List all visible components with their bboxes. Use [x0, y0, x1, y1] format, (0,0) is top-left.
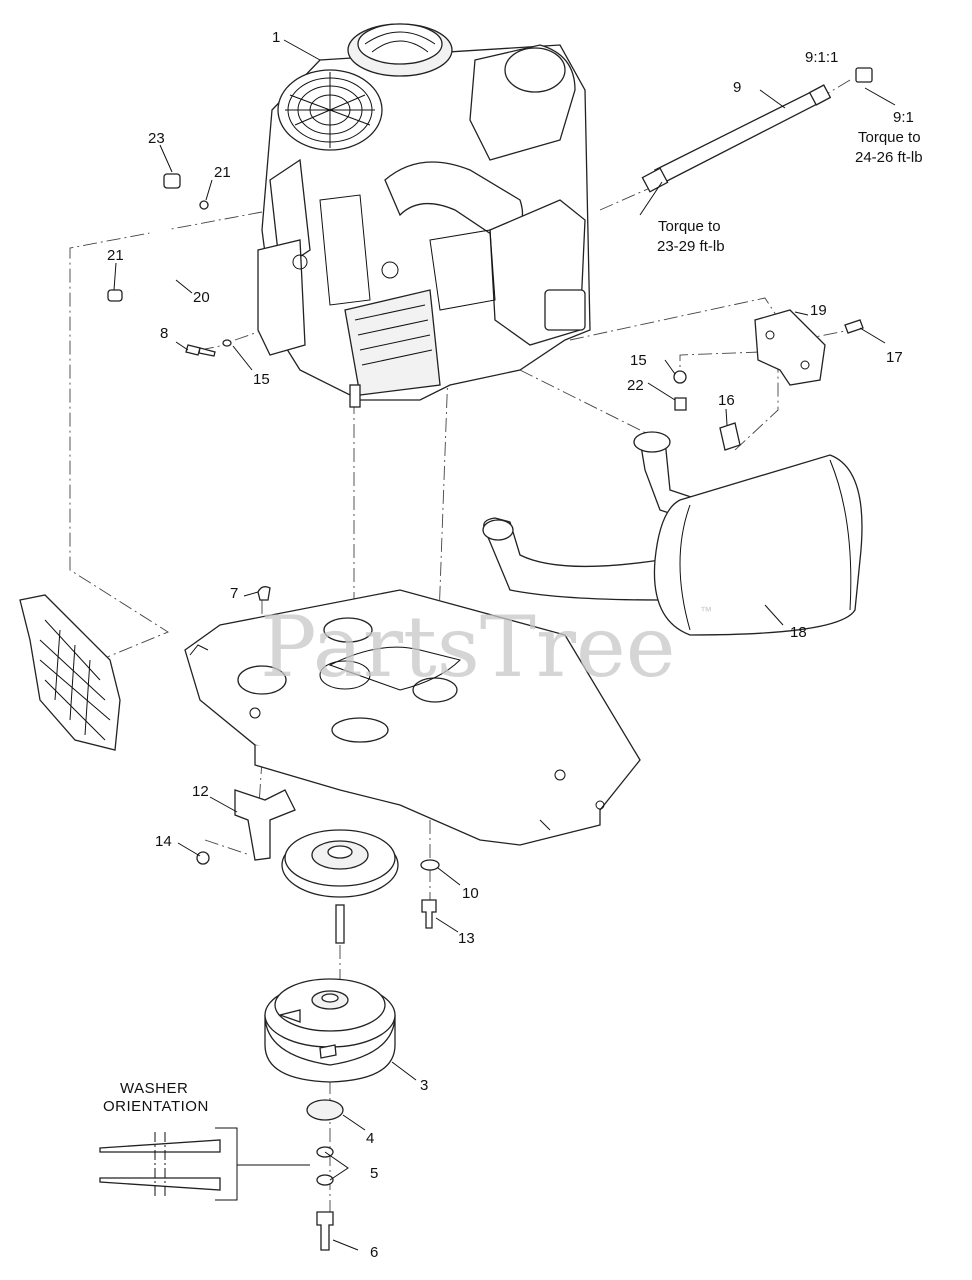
callout-14: 14 [155, 833, 172, 850]
callout-15b: 15 [630, 352, 647, 369]
callout-7: 7 [230, 585, 238, 602]
fasteners-engine [185, 339, 232, 357]
callout-15a: 15 [253, 371, 270, 388]
callout-1: 1 [272, 29, 280, 46]
pto-clutch [264, 978, 396, 1083]
callout-18: 18 [790, 624, 807, 641]
washer-bolt-front [420, 859, 440, 929]
torque-note-lower-line2: 23-29 ft-lb [657, 238, 725, 255]
fuel-line [107, 173, 209, 302]
callout-5: 5 [370, 1165, 378, 1182]
callout-4: 4 [366, 1130, 374, 1147]
callout-21b: 21 [107, 247, 124, 264]
exhaust-tube [641, 67, 873, 193]
watermark: PartsTree [260, 598, 675, 696]
baffle-left [19, 594, 121, 751]
engine-deck-plate [184, 589, 641, 846]
watermark-trademark: ™ [700, 604, 712, 618]
torque-note-lower-line1: Torque to [658, 218, 721, 235]
muffler [482, 431, 863, 636]
callout-22: 22 [627, 377, 644, 394]
callout-23: 23 [148, 130, 165, 147]
clutch-bracket [196, 789, 296, 865]
callout-6: 6 [370, 1244, 378, 1261]
callout-10: 10 [462, 885, 479, 902]
callout-21a: 21 [214, 164, 231, 181]
callout-8: 8 [160, 325, 168, 342]
pin [257, 586, 271, 601]
clutch-hardware [306, 1099, 344, 1251]
muffler-bracket [673, 309, 864, 451]
torque-note-upper-line2: 24-26 ft-lb [855, 149, 923, 166]
washer-orientation-heading-line2: ORIENTATION [103, 1098, 209, 1115]
pulley [281, 829, 399, 944]
callout-20: 20 [193, 289, 210, 306]
callout-9-1: 9:1 [893, 109, 914, 126]
callout-19: 19 [810, 302, 827, 319]
callout-9-1-1: 9:1:1 [805, 49, 838, 66]
callout-9: 9 [733, 79, 741, 96]
callout-13: 13 [458, 930, 475, 947]
callout-16: 16 [718, 392, 735, 409]
engine-assembly [257, 23, 591, 408]
callout-17: 17 [886, 349, 903, 366]
callout-12: 12 [192, 783, 209, 800]
leader-lines [113, 39, 896, 1251]
callout-3: 3 [420, 1077, 428, 1094]
washer-orientation-heading-line1: WASHER [120, 1080, 188, 1097]
washer-orientation-detail [99, 1127, 310, 1201]
torque-note-upper-line1: Torque to [858, 129, 921, 146]
